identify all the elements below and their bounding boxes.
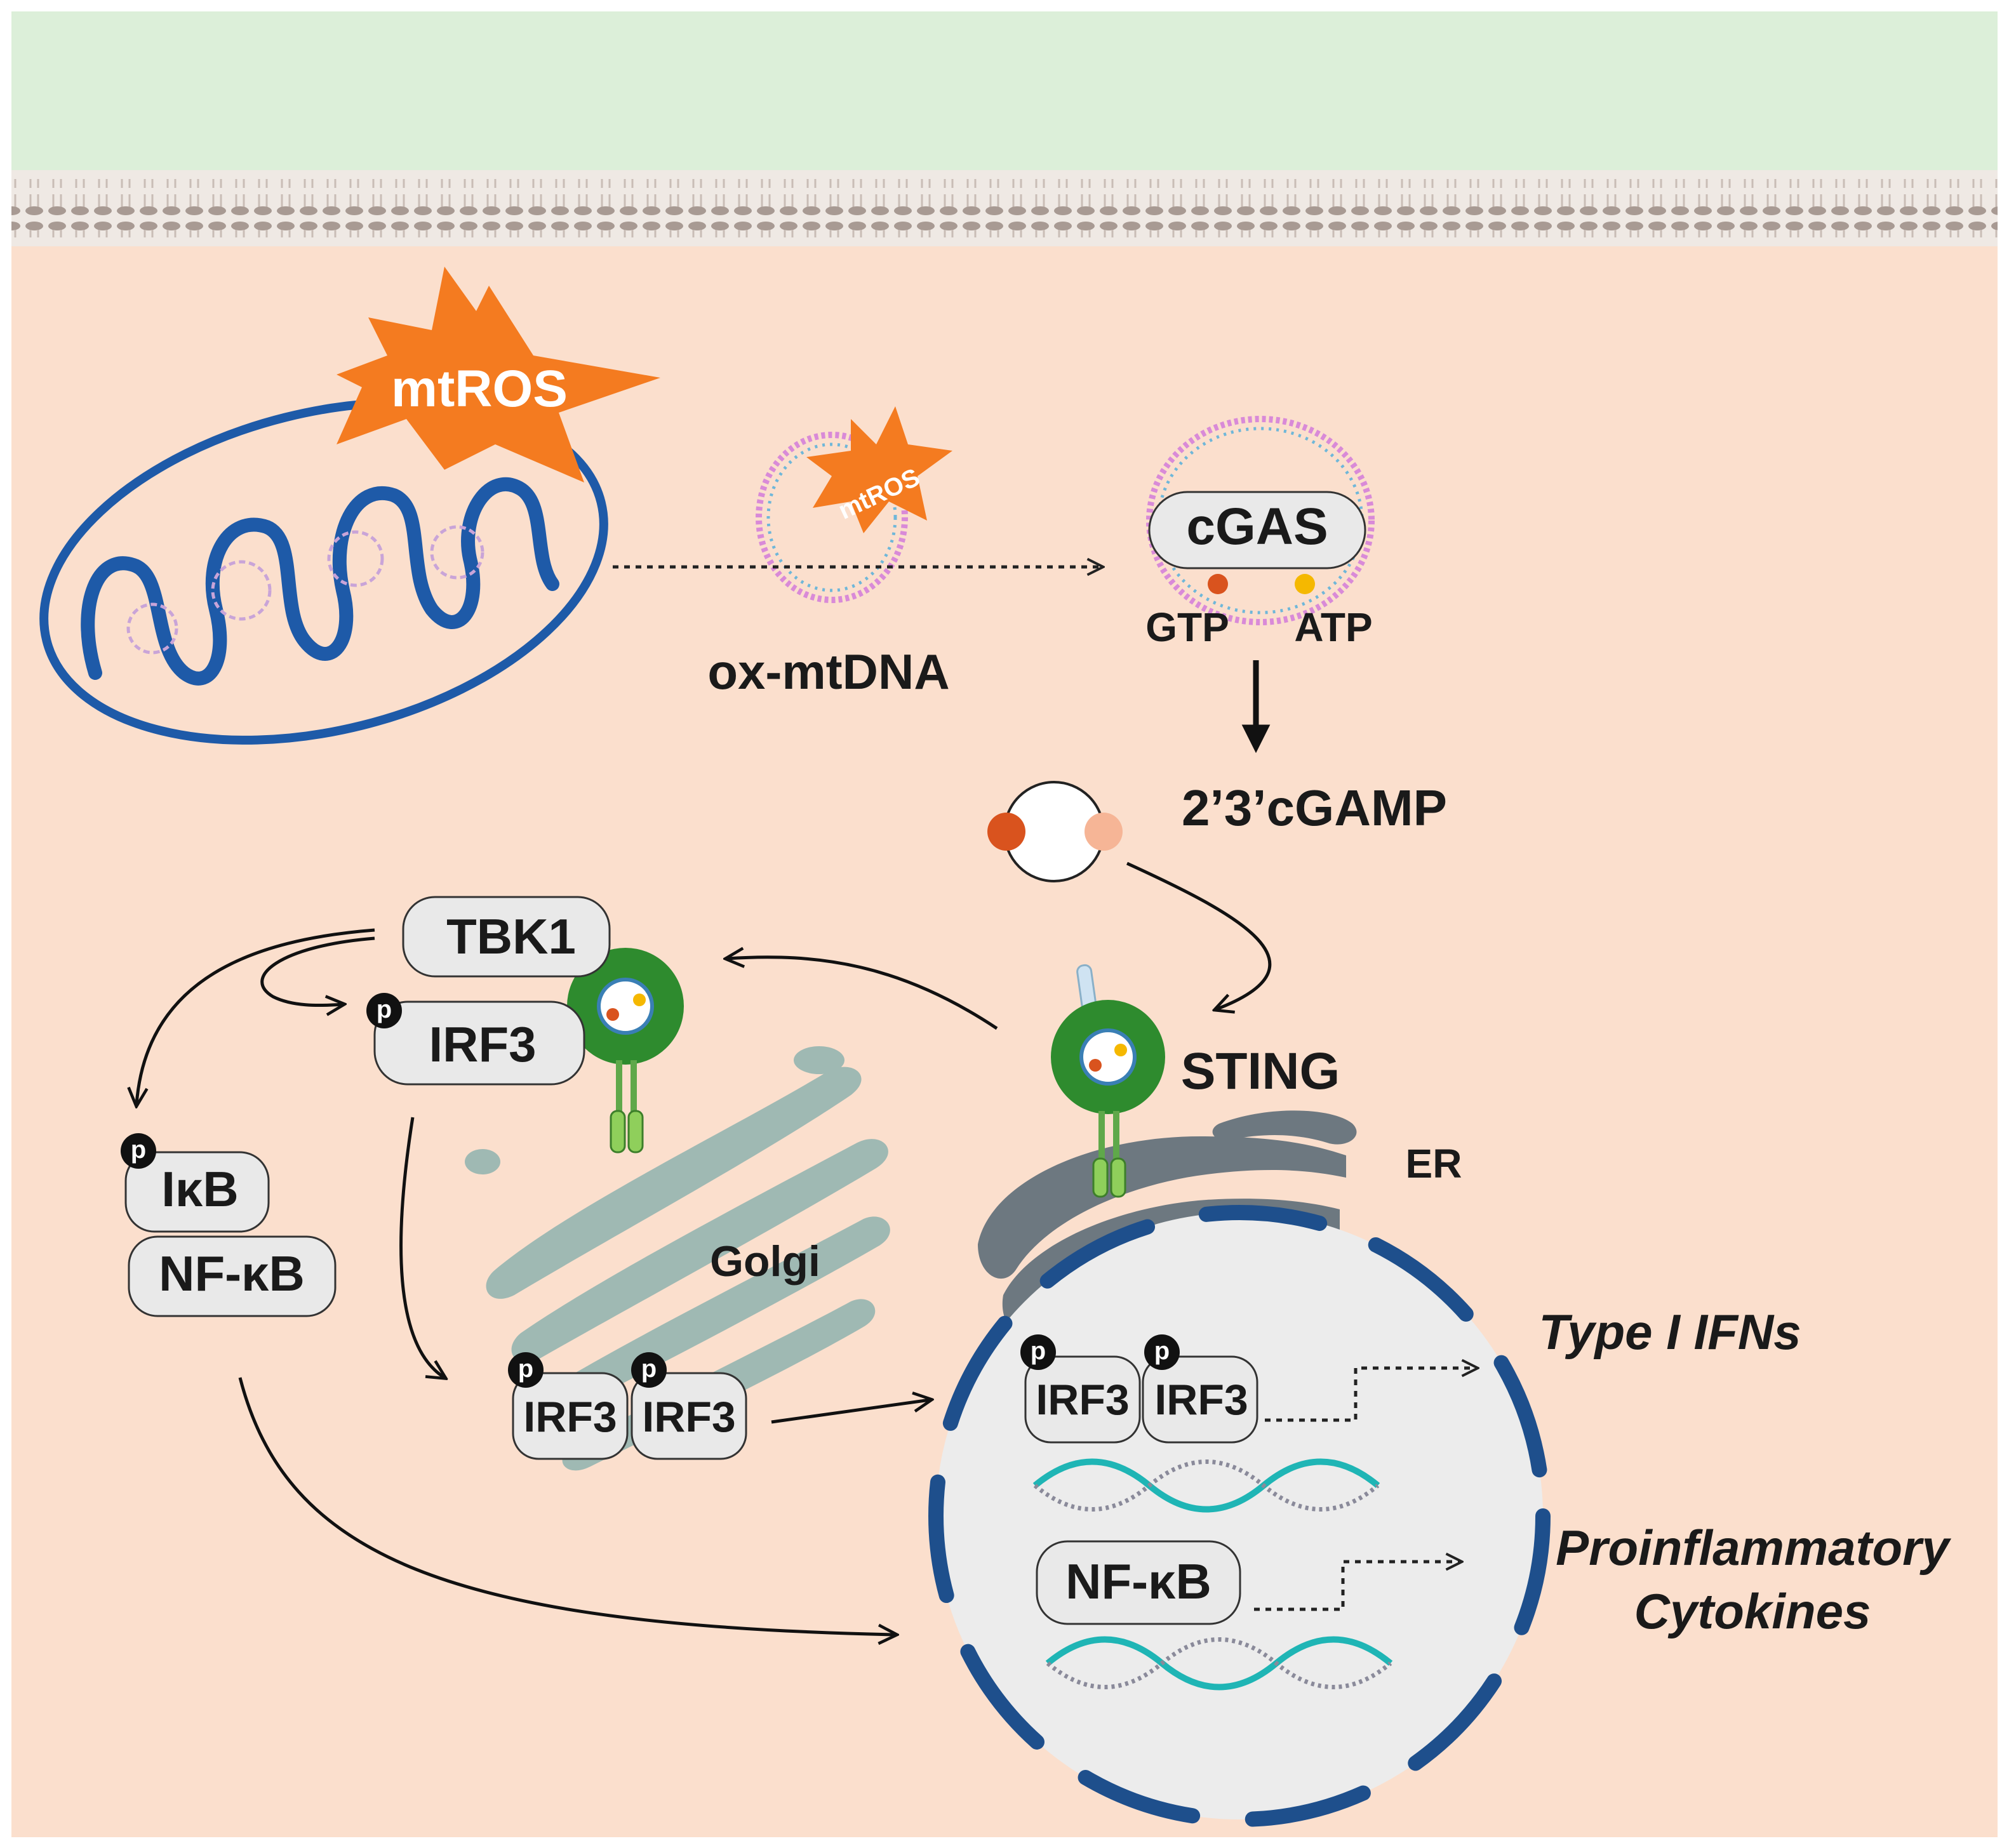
cgamp-molecule bbox=[987, 781, 1123, 882]
er-label: ER bbox=[1406, 1141, 1462, 1187]
irf3-dimer-box-1 bbox=[512, 1372, 629, 1460]
arrow-irf3-to-ifns bbox=[1265, 1368, 1476, 1422]
arrow-irf3-to-dimer bbox=[399, 1117, 444, 1378]
arrow-cgamp-to-sting bbox=[1126, 861, 1272, 1009]
phospho-badge-dimer-2: p bbox=[631, 1352, 667, 1388]
phospho-badge-irf3: p bbox=[366, 993, 402, 1028]
cgamp-label: 2’3’cGAMP bbox=[1182, 780, 1447, 836]
cgas-label: cGAS bbox=[1186, 498, 1328, 555]
svg-text:p: p bbox=[1154, 1337, 1170, 1365]
irf3-nuclear-box-1 bbox=[1024, 1355, 1141, 1444]
arrow-tbk1-to-ikb bbox=[137, 928, 375, 1105]
svg-text:p: p bbox=[641, 1355, 657, 1383]
atp-label: ATP bbox=[1294, 604, 1372, 650]
mtros-burst-large: mtROS bbox=[337, 267, 660, 482]
cytokines-label: Cytokines bbox=[1634, 1583, 1871, 1639]
svg-text:p: p bbox=[377, 995, 392, 1023]
golgi-label: Golgi bbox=[710, 1237, 820, 1286]
arrow-nfkb-to-nucleus bbox=[238, 1377, 895, 1635]
arrow-dimer-to-nucleus bbox=[771, 1400, 930, 1424]
gtp-dot bbox=[1208, 574, 1228, 594]
ikb-box bbox=[124, 1151, 270, 1233]
cgas-box bbox=[1148, 491, 1366, 569]
gtp-label: GTP bbox=[1145, 604, 1229, 650]
ox-mtdna-label: ox-mtDNA bbox=[707, 644, 949, 700]
irf3-nuclear-label-2: IRF3 bbox=[1154, 1376, 1248, 1424]
irf3-box-cytoplasm bbox=[373, 1000, 585, 1086]
irf3-nuclear-box-2 bbox=[1142, 1355, 1258, 1444]
type1-ifns-label: Type I IFNs bbox=[1538, 1304, 1801, 1360]
tbk1-box bbox=[402, 896, 611, 978]
svg-text:p: p bbox=[518, 1355, 533, 1383]
nfkb-label-cytoplasm: NF-κB bbox=[159, 1246, 305, 1301]
tbk1-label: TBK1 bbox=[446, 908, 576, 964]
nfkb-box-cytoplasm bbox=[128, 1235, 337, 1317]
dna-helix-irf3 bbox=[1032, 1458, 1380, 1513]
plasma-membrane-lipids bbox=[11, 179, 1998, 237]
nfkb-label-nucleus: NF-κB bbox=[1065, 1553, 1211, 1609]
irf3-nuclear-label-1: IRF3 bbox=[1036, 1376, 1129, 1424]
dna-helix-nfkb bbox=[1045, 1636, 1393, 1691]
phospho-badge-ikb: p bbox=[121, 1133, 156, 1169]
svg-text:p: p bbox=[131, 1136, 146, 1164]
sting-er bbox=[1051, 964, 1165, 1198]
phospho-badge-dimer-1: p bbox=[508, 1352, 544, 1388]
sting-label: STING bbox=[1181, 1042, 1340, 1100]
phospho-badge-nuclear-1: p bbox=[1020, 1334, 1056, 1370]
irf3-dimer-label-1: IRF3 bbox=[523, 1393, 617, 1441]
mtros-label-large: mtROS bbox=[391, 360, 568, 418]
irf3-label-cytoplasm: IRF3 bbox=[429, 1016, 536, 1072]
irf3-dimer-label-2: IRF3 bbox=[642, 1393, 735, 1441]
proinflammatory-label: Proinflammatory bbox=[1556, 1520, 1951, 1576]
nfkb-box-nucleus bbox=[1036, 1540, 1241, 1625]
arrow-nfkb-to-cytokines bbox=[1254, 1562, 1460, 1611]
arrow-sting-to-tbk1 bbox=[727, 957, 998, 1030]
extracellular-region bbox=[11, 11, 1998, 170]
mitochondrion bbox=[39, 398, 608, 745]
irf3-dimer-box-2 bbox=[631, 1372, 747, 1460]
ikb-label: IκB bbox=[161, 1161, 239, 1217]
phospho-badge-nuclear-2: p bbox=[1144, 1334, 1180, 1370]
atp-dot bbox=[1295, 574, 1315, 594]
svg-text:p: p bbox=[1031, 1337, 1046, 1365]
arrow-tbk1-to-irf3 bbox=[260, 936, 375, 1006]
nucleus bbox=[928, 1205, 1551, 1827]
